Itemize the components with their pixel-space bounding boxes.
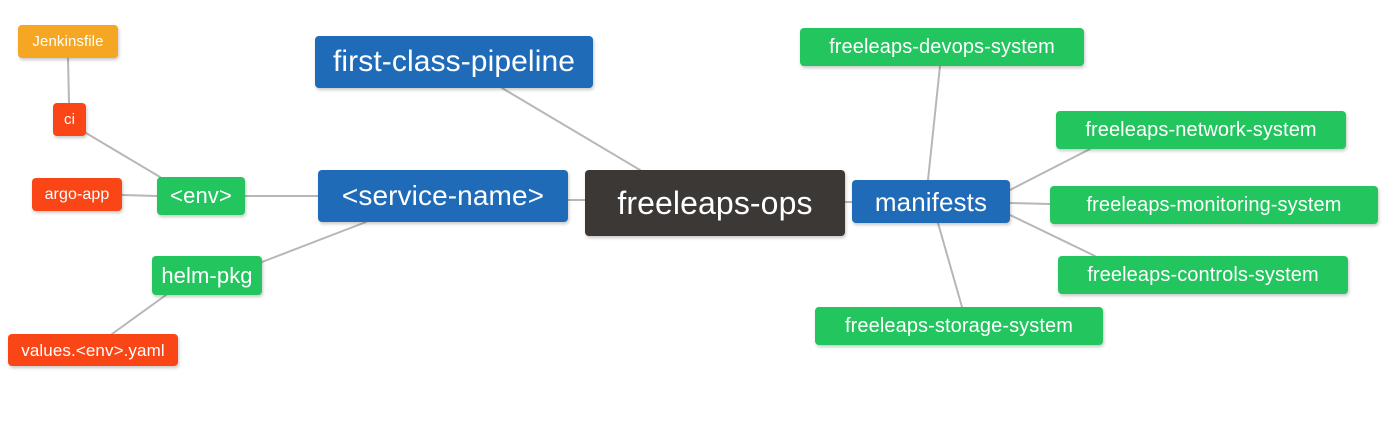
node-label-freeleaps-ops: freeleaps-ops xyxy=(617,185,813,221)
node-label-freeleaps-devops-system: freeleaps-devops-system xyxy=(829,36,1055,58)
node-label-service-name: <service-name> xyxy=(341,180,545,211)
node-label-env: <env> xyxy=(170,183,232,208)
edge-argo-app-env xyxy=(121,194,158,197)
node-freeleaps-devops-system[interactable]: freeleaps-devops-system xyxy=(800,28,1084,66)
node-manifests[interactable]: manifests xyxy=(852,180,1010,223)
edge-manifests-storage xyxy=(937,222,963,308)
node-label-freeleaps-storage-system: freeleaps-storage-system xyxy=(844,315,1074,337)
node-jenkinsfile[interactable]: Jenkinsfile xyxy=(18,25,118,58)
node-helm-pkg[interactable]: helm-pkg xyxy=(152,256,262,295)
node-values-env-yaml[interactable]: values.<env>.yaml xyxy=(8,334,178,366)
node-label-freeleaps-monitoring-system: freeleaps-monitoring-system xyxy=(1086,194,1342,216)
edge-manifests-devops xyxy=(927,65,941,181)
edge-first-class-pipeline-ops xyxy=(501,87,641,171)
node-freeleaps-network-system[interactable]: freeleaps-network-system xyxy=(1056,111,1346,149)
node-freeleaps-monitoring-system[interactable]: freeleaps-monitoring-system xyxy=(1050,186,1378,224)
node-label-values-env-yaml: values.<env>.yaml xyxy=(21,340,165,360)
node-label-helm-pkg: helm-pkg xyxy=(161,262,253,288)
node-label-argo-app: argo-app xyxy=(44,185,110,203)
node-freeleaps-controls-system[interactable]: freeleaps-controls-system xyxy=(1058,256,1348,294)
edge-ci-env xyxy=(85,132,161,178)
node-argo-app[interactable]: argo-app xyxy=(32,178,122,211)
edge-service-name-helm-pkg xyxy=(261,221,367,263)
node-freeleaps-ops[interactable]: freeleaps-ops xyxy=(585,170,845,236)
edge-manifests-monitoring xyxy=(1009,202,1051,205)
node-label-manifests: manifests xyxy=(874,186,988,217)
node-env[interactable]: <env> xyxy=(157,177,245,215)
edge-manifests-network xyxy=(1009,148,1091,191)
node-freeleaps-storage-system[interactable]: freeleaps-storage-system xyxy=(815,307,1103,345)
node-label-freeleaps-network-system: freeleaps-network-system xyxy=(1085,119,1317,141)
node-first-class-pipeline[interactable]: first-class-pipeline xyxy=(315,36,593,88)
node-label-first-class-pipeline: first-class-pipeline xyxy=(332,45,576,78)
edge-helm-pkg-values xyxy=(111,294,167,335)
edge-jenkinsfile-ci xyxy=(67,57,70,104)
node-service-name[interactable]: <service-name> xyxy=(318,170,568,222)
node-ci[interactable]: ci xyxy=(53,103,86,136)
node-label-ci: ci xyxy=(63,111,76,128)
node-label-freeleaps-controls-system: freeleaps-controls-system xyxy=(1087,264,1319,286)
node-label-jenkinsfile: Jenkinsfile xyxy=(32,33,104,50)
